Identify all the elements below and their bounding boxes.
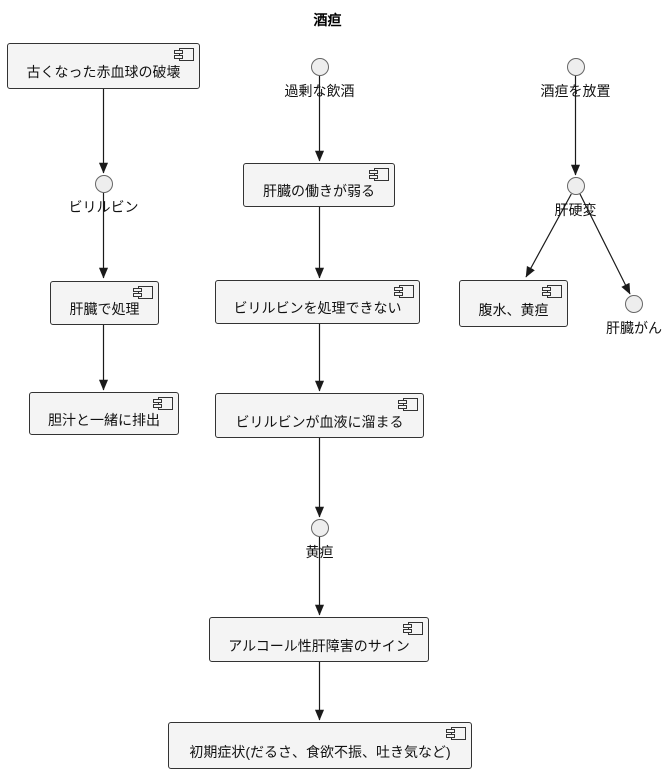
node-box-liver-process: 肝臓で処理 — [50, 281, 159, 325]
diagram-title: 酒疸 — [313, 12, 342, 28]
node-label-alcohol-sign: アルコール性肝障害のサイン — [228, 637, 410, 654]
component-icon — [403, 622, 423, 635]
node-label-ascites: 腹水、黄疸 — [478, 301, 549, 318]
component-icon — [542, 285, 562, 298]
node-label-excess-drinking: 過剰な飲酒 — [284, 83, 355, 99]
node-box-blood-accumulate: ビリルビンが血液に溜まる — [215, 393, 424, 438]
node-circle-cirrhosis — [566, 177, 585, 195]
node-box-cannot-process: ビリルビンを処理できない — [215, 280, 420, 324]
node-circle-neglect — [566, 58, 585, 76]
node-label-blood-accumulate: ビリルビンが血液に溜まる — [235, 413, 404, 430]
node-circle-liver-cancer — [625, 295, 643, 313]
component-icon — [398, 398, 418, 411]
node-label-cannot-process: ビリルビンを処理できない — [233, 300, 402, 316]
node-label-liver-process: 肝臓で処理 — [69, 301, 140, 317]
component-icon — [369, 168, 389, 181]
node-label-cirrhosis: 肝硬変 — [554, 202, 597, 218]
node-label-neglect: 酒疸を放置 — [540, 83, 611, 99]
component-icon — [133, 286, 153, 299]
component-icon — [446, 727, 466, 740]
node-label-bilirubin: ビリルビン — [68, 199, 139, 215]
component-icon — [174, 48, 194, 61]
node-label-initial-symptoms: 初期症状(だるさ、食欲不振、吐き気など) — [189, 743, 451, 760]
edge-cirrhosis-livercancer — [579, 193, 631, 295]
node-circle-bilirubin — [94, 175, 113, 193]
node-label-liver-weakens: 肝臓の働きが弱る — [263, 183, 375, 199]
node-label-old-rbc: 古くなった赤血球の破壊 — [26, 64, 181, 80]
node-circle-jaundice — [310, 519, 329, 537]
node-box-initial-symptoms: 初期症状(だるさ、食欲不振、吐き気など) — [168, 722, 472, 769]
edge-cirrhosis-ascites — [525, 193, 572, 278]
node-label-bile-excrete: 胆汁と一緒に排出 — [48, 411, 160, 428]
node-circle-excess-drinking — [310, 58, 329, 76]
node-label-liver-cancer: 肝臓がん — [606, 320, 662, 336]
component-icon — [394, 285, 414, 298]
node-label-jaundice: 黄疸 — [305, 544, 334, 560]
node-box-liver-weakens: 肝臓の働きが弱る — [243, 163, 395, 207]
node-box-bile-excrete: 胆汁と一緒に排出 — [29, 392, 179, 435]
node-box-ascites: 腹水、黄疸 — [459, 280, 568, 327]
component-icon — [153, 397, 173, 410]
node-box-alcohol-sign: アルコール性肝障害のサイン — [209, 617, 429, 662]
node-box-old-rbc: 古くなった赤血球の破壊 — [7, 43, 200, 89]
